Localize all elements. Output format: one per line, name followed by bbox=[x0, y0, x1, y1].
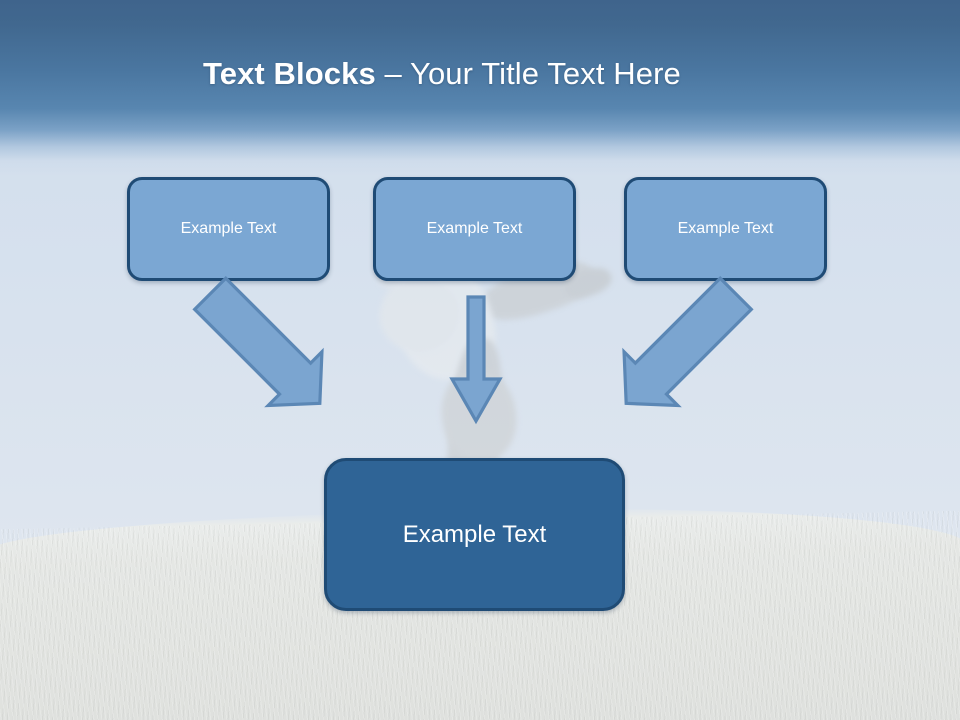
arrow-down-right-icon bbox=[192, 275, 368, 426]
result-text-block[interactable]: Example Text bbox=[324, 458, 625, 611]
result-text-block-label: Example Text bbox=[402, 520, 547, 548]
text-block-2-label: Example Text bbox=[426, 220, 523, 237]
page-title: Text Blocks – Your Title Text Here bbox=[203, 54, 903, 94]
arrow-down-icon bbox=[448, 295, 504, 425]
page-title-rest: – Your Title Text Here bbox=[375, 56, 681, 91]
arrow-down-left-icon bbox=[578, 275, 754, 426]
text-block-1-label: Example Text bbox=[180, 220, 277, 237]
text-block-3[interactable]: Example Text bbox=[624, 177, 827, 281]
text-block-2[interactable]: Example Text bbox=[373, 177, 576, 281]
text-block-1[interactable]: Example Text bbox=[127, 177, 330, 281]
text-block-3-label: Example Text bbox=[677, 220, 774, 237]
title-banner-background bbox=[0, 0, 960, 175]
page-title-bold: Text Blocks bbox=[203, 56, 376, 91]
